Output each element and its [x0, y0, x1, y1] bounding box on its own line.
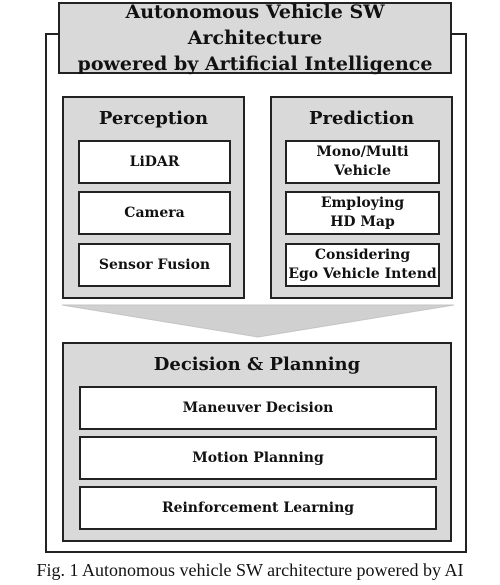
prediction-item-mono-multi: Mono/Multi Vehicle — [285, 140, 440, 184]
flow-arrow — [61, 304, 455, 338]
perception-heading: Perception — [98, 108, 209, 129]
prediction-item-hd-map-line2: HD Map — [330, 214, 395, 230]
perception-item-lidar: LiDAR — [78, 140, 231, 184]
prediction-item-ego-vehicle-line1: Considering — [314, 247, 411, 263]
prediction-item-mono-multi-line2: Vehicle — [334, 163, 391, 179]
decision-item-maneuver: Maneuver Decision — [79, 386, 437, 430]
prediction-heading: Prediction — [308, 108, 415, 129]
prediction-item-mono-multi-line1: Mono/Multi — [316, 144, 409, 160]
figure-caption: Fig. 1 Autonomous vehicle SW architectur… — [36, 560, 464, 580]
perception-panel: Perception LiDAR Camera Sensor Fusion — [62, 96, 245, 299]
flow-arrow-shape — [61, 304, 455, 338]
perception-item-sensor-fusion: Sensor Fusion — [78, 243, 231, 287]
decision-item-reinforcement: Reinforcement Learning — [79, 486, 437, 530]
prediction-item-hd-map-line1: Employing — [320, 195, 405, 211]
prediction-panel: Prediction Mono/Multi Vehicle Employing … — [270, 96, 453, 299]
decision-panel: Decision & Planning Maneuver Decision Mo… — [62, 342, 452, 542]
title-line-2: powered by Artificial Intelligence — [77, 53, 433, 75]
diagram-title: Autonomous Vehicle SW Architecture power… — [58, 1, 452, 75]
prediction-item-ego-vehicle: Considering Ego Vehicle Intend — [285, 243, 440, 287]
title-line-1: Autonomous Vehicle SW Architecture — [125, 1, 385, 49]
decision-heading: Decision & Planning — [153, 354, 361, 375]
prediction-item-ego-vehicle-line2: Ego Vehicle Intend — [288, 266, 437, 282]
perception-item-camera: Camera — [78, 191, 231, 235]
prediction-item-hd-map: Employing HD Map — [285, 191, 440, 235]
decision-item-motion-planning: Motion Planning — [79, 436, 437, 480]
